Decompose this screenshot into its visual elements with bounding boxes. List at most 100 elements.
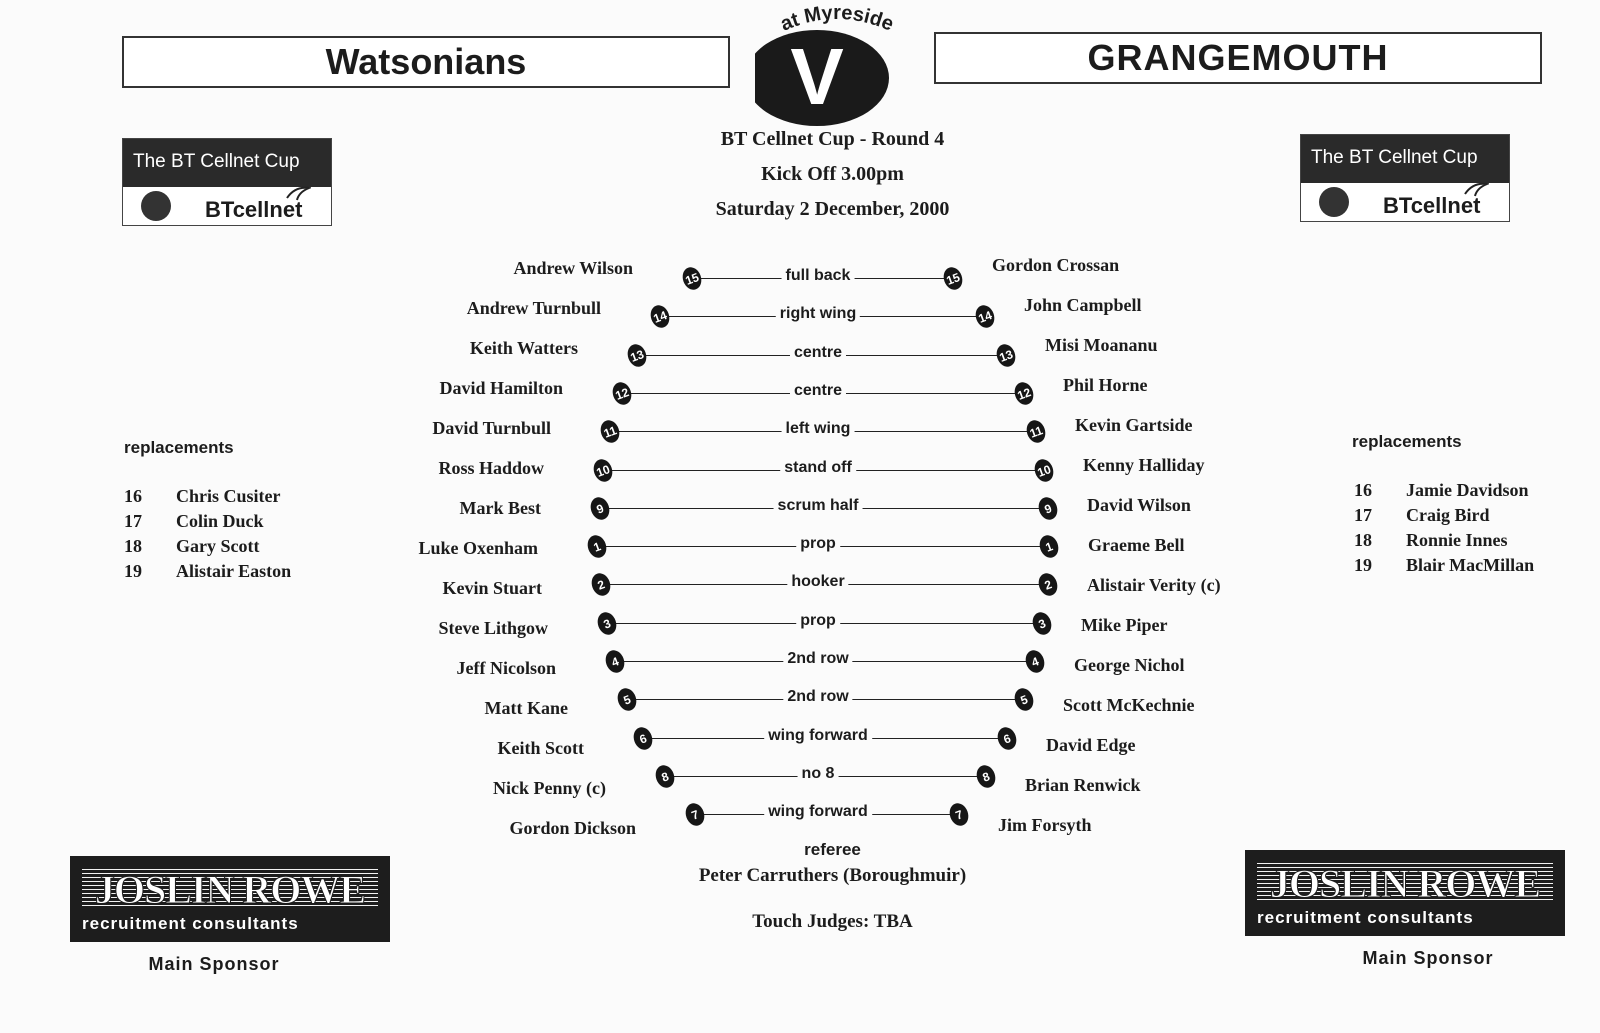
home-player-name: Kevin Stuart	[442, 578, 542, 598]
bird-icon	[286, 186, 311, 201]
position-label: right wing	[775, 305, 861, 324]
away-player-name: David Wilson	[1087, 495, 1191, 515]
home-player-name: David Turnbull	[432, 418, 551, 438]
cup-logo-right: The BT Cellnet Cup BTcellnet	[1300, 134, 1510, 222]
cup-logo-title: The BT Cellnet Cup	[1311, 147, 1478, 168]
home-jersey-number: 10	[590, 456, 616, 484]
away-jersey-number: 6	[994, 724, 1020, 752]
home-team-name: Watsonians	[325, 41, 527, 82]
away-jersey-number: 13	[993, 341, 1019, 369]
sponsor-tagline: recruitment consultants	[82, 914, 299, 933]
away-jersey-number: 9	[1035, 494, 1061, 523]
main-sponsor-label: Main Sponsor	[148, 954, 280, 974]
cup-logo-brand: BTcellnet	[1383, 193, 1481, 218]
home-team-box: Watsonians	[122, 36, 730, 88]
bird-icon	[1464, 182, 1489, 197]
home-player-name: Nick Penny (c)	[493, 778, 606, 798]
away-jersey-number: 1	[1036, 532, 1062, 561]
home-player-name: Keith Scott	[497, 738, 584, 758]
away-jersey-number: 4	[1022, 647, 1048, 676]
position-label: stand off	[780, 458, 856, 477]
away-jersey-number: 5	[1011, 685, 1037, 714]
away-jersey-number: 11	[1023, 417, 1049, 446]
home-jersey-number: 4	[602, 647, 628, 676]
home-player-name: Steve Lithgow	[438, 618, 549, 638]
home-jersey-number: 6	[630, 724, 656, 752]
home-player-name: Mark Best	[459, 498, 541, 518]
position-label: centre	[789, 381, 847, 400]
position-label: no 8	[797, 764, 839, 783]
position-label: full back	[781, 267, 855, 285]
away-player-name: John Campbell	[1024, 295, 1142, 315]
home-player-name: Gordon Dickson	[509, 818, 636, 838]
home-jersey-number: 15	[679, 264, 705, 293]
away-player-name: Gordon Crossan	[992, 255, 1120, 275]
cup-logo-left: The BT Cellnet Cup BTcellnet	[122, 138, 332, 226]
home-player-name: Andrew Turnbull	[466, 298, 601, 318]
position-label: left wing	[781, 420, 855, 439]
away-jersey-number: 15	[940, 264, 966, 293]
away-jersey-number: 10	[1031, 456, 1057, 484]
home-jersey-number: 14	[647, 302, 673, 331]
cup-logo-title: The BT Cellnet Cup	[133, 151, 300, 172]
main-sponsor-label: Main Sponsor	[1362, 948, 1494, 968]
position-label: wing forward	[764, 803, 872, 822]
away-jersey-number: 12	[1011, 379, 1037, 408]
sponsor-tagline: recruitment consultants	[1257, 908, 1474, 927]
venue-badge: at Myreside V	[755, 2, 897, 126]
away-jersey-number: 7	[946, 800, 972, 829]
position-label: 2nd row	[783, 650, 853, 668]
home-player-name: Matt Kane	[484, 698, 568, 718]
away-jersey-number: 2	[1035, 571, 1061, 599]
away-player-name: George Nichol	[1074, 655, 1185, 675]
sponsor-logo-left: JOSLIN ROWE recruitment consultants	[70, 856, 390, 942]
home-jersey-number: 12	[609, 379, 635, 408]
home-jersey-number: 5	[614, 685, 640, 714]
away-player-name: David Edge	[1046, 735, 1136, 755]
referee-label: referee	[804, 840, 861, 859]
home-jersey-number: 8	[652, 762, 678, 791]
kickoff-time: Kick Off 3.00pm	[761, 163, 904, 185]
home-jersey-number: 7	[682, 800, 708, 829]
home-player-name: Jeff Nicolson	[456, 658, 556, 678]
away-player-name: Misi Moananu	[1045, 335, 1158, 355]
home-jersey-number: 9	[587, 494, 613, 523]
competition-title: BT Cellnet Cup - Round 4	[720, 128, 945, 150]
referee-name: Peter Carruthers (Boroughmuir)	[698, 865, 967, 886]
away-player-name: Scott McKechnie	[1063, 695, 1195, 715]
home-jersey-number: 2	[588, 571, 614, 599]
away-team-box: GRANGEMOUTH	[934, 32, 1542, 84]
sru-crest-icon	[141, 191, 171, 221]
home-player-name: Ross Haddow	[438, 458, 544, 478]
away-player-name: Kenny Halliday	[1083, 455, 1205, 475]
home-player-name: Luke Oxenham	[418, 538, 538, 558]
home-player-name: Andrew Wilson	[513, 258, 633, 278]
away-player-name: Mike Piper	[1081, 615, 1168, 635]
away-player-name: Brian Renwick	[1025, 775, 1141, 795]
away-jersey-number: 8	[973, 762, 999, 791]
home-replacements-title: replacements	[124, 438, 234, 457]
away-player-name: Graeme Bell	[1088, 535, 1185, 555]
position-label: hooker	[787, 573, 849, 592]
position-label: prop	[796, 611, 840, 630]
position-label: scrum half	[773, 496, 863, 515]
home-player-name: Keith Watters	[469, 338, 578, 358]
sponsor-name: JOSLIN ROWE	[1269, 861, 1541, 907]
match-date: Saturday 2 December, 2000	[715, 198, 950, 220]
sru-crest-icon	[1319, 187, 1349, 217]
home-jersey-number: 11	[597, 417, 623, 446]
home-jersey-number: 13	[624, 341, 650, 369]
away-replacements-title: replacements	[1352, 432, 1462, 451]
sponsor-name: JOSLIN ROWE	[94, 867, 366, 913]
position-label: 2nd row	[783, 688, 853, 707]
sponsor-logo-right: JOSLIN ROWE recruitment consultants	[1245, 850, 1565, 936]
away-player-name: Kevin Gartside	[1075, 415, 1193, 435]
away-team-name: GRANGEMOUTH	[1087, 37, 1389, 78]
home-player-name: David Hamilton	[439, 378, 563, 398]
